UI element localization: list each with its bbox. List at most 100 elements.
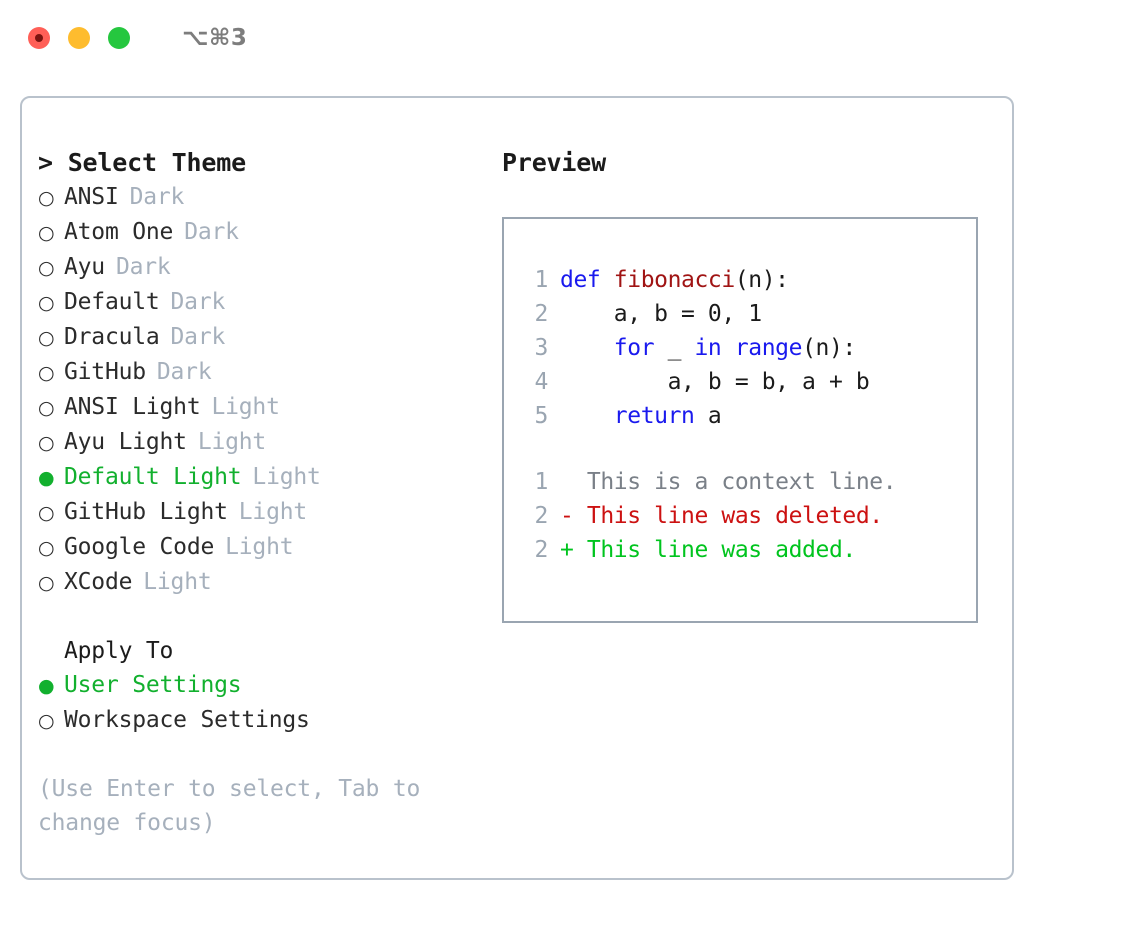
radio-unselected-icon: ○	[38, 432, 55, 454]
theme-option-label: Atom One	[64, 219, 174, 245]
apply-to-option-label: User Settings	[64, 672, 242, 698]
theme-option-tag: Light	[238, 499, 308, 525]
theme-option-label: Google Code	[64, 534, 215, 560]
maximize-button[interactable]	[108, 27, 130, 49]
code-token-kw: range	[734, 335, 803, 361]
diff-sample: 1 This is a context line.2- This line wa…	[520, 465, 976, 567]
radio-selected-icon: ●	[38, 467, 55, 489]
code-token-kw: def	[560, 267, 614, 293]
traffic-light-buttons	[28, 27, 130, 49]
radio-selected-icon: ●	[38, 675, 55, 697]
code-token-pl	[560, 335, 614, 361]
theme-option-label: Ayu Light	[64, 429, 187, 455]
line-number: 2	[534, 301, 549, 327]
spacer	[520, 433, 976, 465]
code-line: 3 for _ in range(n):	[520, 331, 976, 365]
theme-option-tag: Light	[252, 464, 321, 490]
code-token-kw: in	[694, 335, 722, 361]
line-number: 1	[534, 469, 549, 495]
code-token-pl	[721, 335, 734, 361]
theme-option-google-code[interactable]: ○ Google Code Light	[38, 530, 468, 565]
theme-option-tag: Light	[197, 429, 267, 455]
theme-option-label: Ayu	[64, 254, 105, 280]
code-line: 5 return a	[520, 399, 976, 433]
line-number: 2	[534, 537, 549, 563]
theme-option-xcode[interactable]: ○ XCode Light	[38, 565, 468, 600]
title-bar: ⌥⌘3	[0, 0, 1140, 76]
close-button[interactable]	[28, 27, 50, 49]
theme-option-tag: Light	[143, 569, 212, 595]
apply-to-option-user-settings[interactable]: ● User Settings	[38, 668, 468, 703]
code-token-fn: fibonacci	[613, 267, 735, 293]
radio-unselected-icon: ○	[38, 572, 55, 594]
theme-option-github-light[interactable]: ○ GitHub Light Light	[38, 495, 468, 530]
radio-unselected-icon: ○	[38, 397, 55, 419]
code-line: 2 a, b = 0, 1	[520, 297, 976, 331]
theme-option-default-light[interactable]: ● Default Light Light	[38, 460, 468, 495]
diff-text: + This line was added.	[560, 537, 856, 563]
theme-option-ayu-light[interactable]: ○ Ayu Light Light	[38, 425, 468, 460]
theme-option-tag: Dark	[129, 184, 185, 210]
code-line: 1 def fibonacci(n):	[520, 263, 976, 297]
radio-unselected-icon: ○	[38, 257, 55, 279]
spacer	[38, 600, 468, 634]
line-number: 3	[534, 335, 549, 361]
line-number: 1	[534, 267, 549, 293]
diff-line-del: 2- This line was deleted.	[520, 499, 976, 533]
theme-option-label: Default Light	[64, 464, 242, 490]
radio-unselected-icon: ○	[38, 502, 55, 524]
apply-to-heading: Apply To	[64, 638, 174, 664]
code-token-kw: return	[613, 403, 695, 429]
radio-unselected-icon: ○	[38, 292, 55, 314]
theme-option-label: XCode	[64, 569, 133, 595]
theme-option-label: Default	[64, 289, 160, 315]
theme-option-label: ANSI Light	[64, 394, 201, 420]
diff-line-ctx: 1 This is a context line.	[520, 465, 976, 499]
theme-option-label: GitHub Light	[64, 499, 228, 525]
code-token-pl: _	[654, 335, 695, 361]
keyboard-hint-text: (Use Enter to select, Tab to change focu…	[38, 776, 421, 836]
theme-option-tag: Dark	[170, 324, 226, 350]
theme-option-default[interactable]: ○ Default Dark	[38, 285, 468, 320]
theme-option-tag: Dark	[156, 359, 212, 385]
code-token-pl	[560, 403, 614, 429]
line-number: 4	[534, 369, 549, 395]
code-text: def fibonacci(n):	[560, 263, 789, 297]
minimize-button[interactable]	[68, 27, 90, 49]
radio-unselected-icon: ○	[38, 187, 55, 209]
theme-option-tag: Light	[225, 534, 294, 560]
code-token-pl: (n):	[734, 267, 789, 293]
code-token-kw: for	[613, 335, 655, 361]
page-title: > Select Theme	[38, 148, 246, 177]
code-text: a, b = b, a + b	[560, 365, 870, 399]
theme-option-label: GitHub	[64, 359, 146, 385]
theme-option-tag: Light	[211, 394, 280, 420]
keyboard-shortcut-label: ⌥⌘3	[182, 25, 248, 51]
diff-text: This is a context line.	[560, 469, 897, 495]
preview-title: Preview	[502, 148, 606, 177]
apply-to-option-workspace-settings[interactable]: ○Workspace Settings	[38, 703, 468, 738]
code-line: 4 a, b = b, a + b	[520, 365, 976, 399]
code-token-pl: (n):	[802, 335, 856, 361]
theme-option-tag: Dark	[184, 219, 239, 245]
theme-option-ansi-light[interactable]: ○ ANSI Light Light	[38, 390, 468, 425]
diff-text: - This line was deleted.	[560, 503, 883, 529]
apply-to-option-list: ● User Settings ○Workspace Settings	[38, 668, 468, 738]
theme-option-ayu[interactable]: ○ Ayu Dark	[38, 250, 468, 285]
radio-unselected-icon: ○	[38, 537, 55, 559]
code-token-pl: a	[694, 403, 722, 429]
theme-option-tag: Dark	[115, 254, 171, 280]
theme-option-tag: Dark	[170, 289, 226, 315]
theme-option-label: Dracula	[64, 324, 160, 350]
radio-unselected-icon: ○	[38, 710, 55, 732]
